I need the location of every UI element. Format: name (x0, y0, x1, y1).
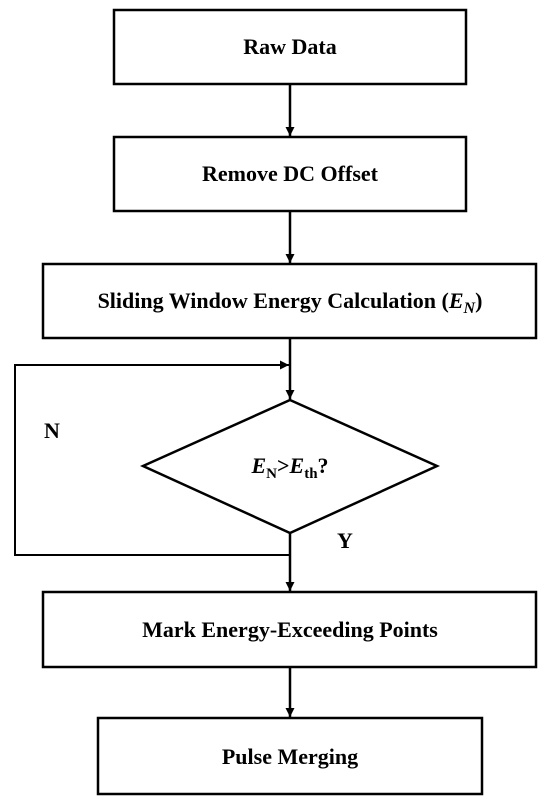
pulse-merging-label: Pulse Merging (222, 744, 358, 769)
sliding-window-text: Sliding Window Energy Calculation ( (98, 288, 449, 313)
sliding-window-close: ) (475, 288, 482, 313)
sliding-window-energy-label: Sliding Window Energy Calculation (EN) (98, 288, 483, 317)
decision-operator: > (277, 453, 290, 478)
threshold-decision-label: EN>Eth? (250, 453, 328, 482)
yes-branch-label: Y (337, 528, 353, 553)
remove-dc-offset-label: Remove DC Offset (202, 161, 379, 186)
mark-energy-exceeding-box (41, 590, 538, 669)
mark-energy-exceeding-label: Mark Energy-Exceeding Points (142, 617, 438, 642)
sliding-window-energy-box (41, 262, 538, 340)
decision-rhs-subscript: th (304, 466, 318, 482)
decision-rhs-variable: E (289, 453, 305, 478)
pulse-merging-box (96, 716, 484, 796)
decision-lhs-subscript: N (266, 466, 277, 482)
energy-variable: E (448, 288, 464, 313)
no-branch-label: N (44, 418, 60, 443)
raw-data-label: Raw Data (243, 34, 337, 59)
decision-lhs-variable: E (250, 453, 266, 478)
energy-subscript: N (463, 300, 477, 317)
remove-dc-offset-box (112, 135, 468, 213)
raw-data-box (112, 8, 468, 86)
decision-question-mark: ? (318, 453, 329, 478)
